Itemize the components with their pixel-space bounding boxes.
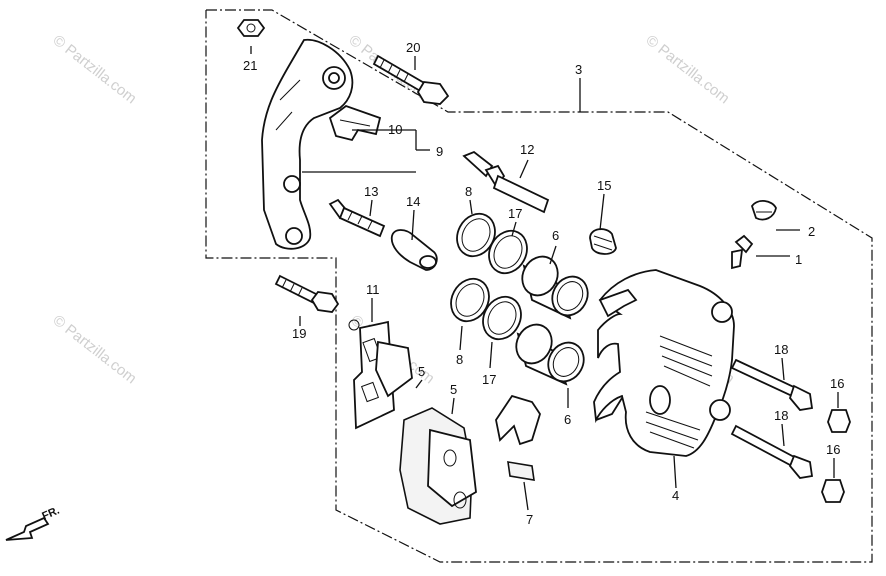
watermark-1: © Partzilla.com xyxy=(50,32,140,108)
lower-bracket-bolt xyxy=(274,274,340,313)
watermark-3: © Partzilla.com xyxy=(643,32,733,108)
pad-spring xyxy=(495,394,541,481)
label-part-21: 21 xyxy=(243,58,257,73)
label-part-11: 11 xyxy=(366,282,380,297)
label-part-9: 9 xyxy=(436,144,443,159)
label-part-8b: 8 xyxy=(456,352,463,367)
label-part-16b: 16 xyxy=(826,442,840,457)
label-part-3: 3 xyxy=(575,62,582,77)
label-part-16a: 16 xyxy=(830,376,844,391)
label-part-15: 15 xyxy=(597,178,611,193)
label-part-10: 10 xyxy=(388,122,402,137)
assembly-boundary xyxy=(205,9,873,563)
pistons xyxy=(515,255,589,386)
label-part-13: 13 xyxy=(364,184,378,199)
caliper-bracket xyxy=(261,38,354,250)
brake-pads xyxy=(375,340,477,525)
direction-label: FR. xyxy=(40,505,61,523)
label-part-6a: 6 xyxy=(552,228,559,243)
caliper-bolts xyxy=(730,358,814,479)
slide-pin-lower xyxy=(328,198,386,238)
label-part-12: 12 xyxy=(520,142,534,157)
label-part-18a: 18 xyxy=(774,342,788,357)
label-part-2: 2 xyxy=(808,224,815,239)
label-part-5b: 5 xyxy=(450,382,457,397)
pin-boot xyxy=(390,229,438,271)
slide-pin-upper xyxy=(462,150,550,214)
label-part-7: 7 xyxy=(526,512,533,527)
caliper-body xyxy=(593,269,735,457)
label-part-17b: 17 xyxy=(482,372,496,387)
piston-seals xyxy=(450,212,528,341)
label-part-14: 14 xyxy=(406,194,420,209)
label-part-1: 1 xyxy=(795,252,802,267)
label-part-6b: 6 xyxy=(564,412,571,427)
part-labels: 1 2 3 4 5 5 6 6 7 8 8 9 10 11 12 13 14 1… xyxy=(243,40,844,527)
leader-lines xyxy=(250,46,839,511)
watermark-4: © Partzilla.com xyxy=(50,312,140,388)
label-part-17a: 17 xyxy=(508,206,522,221)
label-part-4: 4 xyxy=(672,488,679,503)
bleeder-cap xyxy=(589,228,617,255)
label-part-18b: 18 xyxy=(774,408,788,423)
label-part-8a: 8 xyxy=(465,184,472,199)
bracket-nut xyxy=(236,19,266,37)
bracket-bolt xyxy=(372,54,450,105)
label-part-19: 19 xyxy=(292,326,306,341)
pad-retainer-clip xyxy=(328,104,382,142)
bolt-caps xyxy=(821,409,851,503)
front-direction-marker: FR. xyxy=(5,505,61,541)
label-part-5a: 5 xyxy=(418,364,425,379)
label-part-20: 20 xyxy=(406,40,420,55)
bleed-valve xyxy=(731,200,777,270)
